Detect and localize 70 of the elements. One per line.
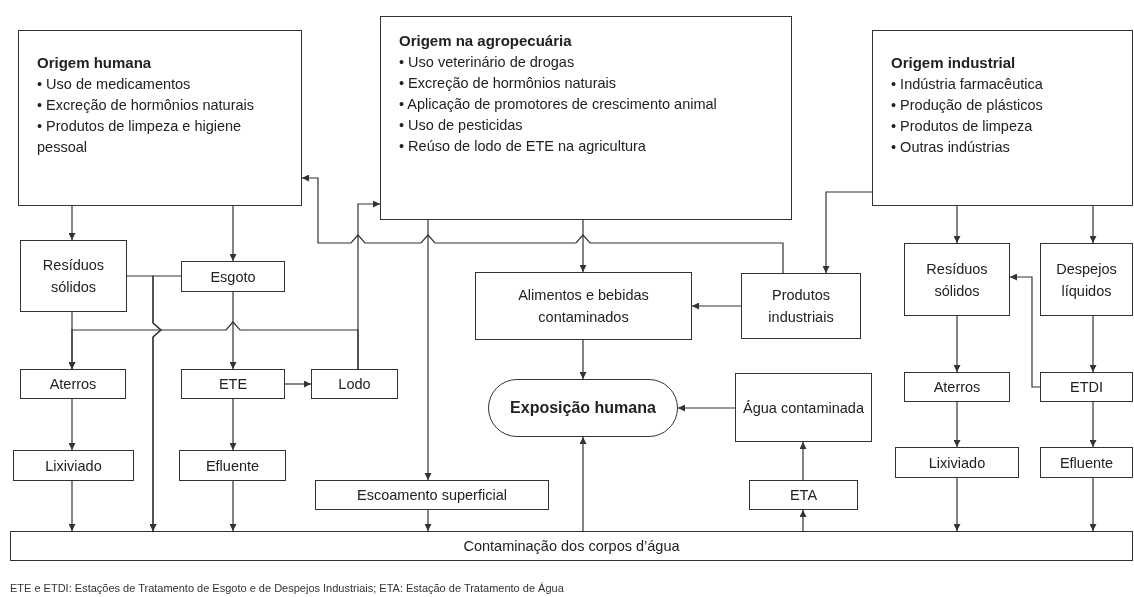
- arrow: [68, 205, 76, 241]
- process-box: Contaminação dos corpos d’água: [10, 531, 1133, 561]
- arrow: [1089, 477, 1097, 532]
- process-box: Lixiviado: [13, 450, 134, 481]
- arrow: [1009, 273, 1041, 388]
- arrow: [822, 191, 873, 274]
- arrow: [229, 291, 237, 370]
- process-box: ETE: [181, 369, 285, 399]
- bullet-item: • Outras indústrias: [891, 138, 1011, 157]
- bullet-item: • Produtos de limpeza e higiene pessoal: [37, 117, 243, 157]
- arrow: [284, 380, 312, 388]
- bullet-item: • Indústria farmacêutica: [891, 75, 1044, 94]
- box-heading: Origem industrial: [891, 53, 1016, 73]
- process-box: Efluente: [1040, 447, 1133, 478]
- bullet-item: • Excreção de hormônios naturais: [399, 74, 618, 93]
- process-box: Lixiviado: [895, 447, 1019, 478]
- arrow: [579, 339, 587, 380]
- bullet-item: • Produção de plásticos: [891, 96, 1044, 115]
- box-heading: Origem na agropecuária: [399, 31, 572, 51]
- box-heading: Origem humana: [37, 53, 152, 73]
- arrow: [229, 480, 237, 532]
- arrow: [953, 205, 961, 244]
- arrow: [68, 321, 359, 370]
- source-box: [380, 16, 792, 220]
- arrow: [229, 205, 237, 262]
- process-box: ETA: [749, 480, 858, 510]
- bullet-item: • Excreção de hormônios naturais: [37, 96, 256, 115]
- arrow: [424, 219, 432, 481]
- arrow: [1089, 315, 1097, 373]
- arrow: [301, 174, 784, 274]
- process-box: Lodo: [311, 369, 398, 399]
- arrow: [953, 315, 961, 373]
- arrow: [68, 398, 76, 451]
- process-box: Aterros: [904, 372, 1010, 402]
- process-box: Alimentos e bebidas contaminados: [475, 272, 692, 340]
- process-box: Aterros: [20, 369, 126, 399]
- outcome-pill: Exposição humana: [488, 379, 678, 437]
- arrow: [229, 398, 237, 451]
- process-box: Esgoto: [181, 261, 285, 292]
- process-box: ETDI: [1040, 372, 1133, 402]
- source-box: [872, 30, 1133, 206]
- arrow: [691, 302, 742, 310]
- arrow: [953, 477, 961, 532]
- bullet-item: • Reúso de lodo de ETE na agricultura: [399, 137, 647, 156]
- arrow: [357, 200, 381, 370]
- process-box: Efluente: [179, 450, 286, 481]
- process-box: Água contaminada: [735, 373, 872, 442]
- arrow: [579, 436, 587, 532]
- bullet-item: • Uso veterinário de drogas: [399, 53, 576, 72]
- arrow: [1089, 205, 1097, 244]
- arrow: [1089, 401, 1097, 448]
- arrow: [68, 480, 76, 532]
- footnote: ETE e ETDI: Estações de Tratamento de Esgoto e de Despejos Industriais; ETA: Estação de Tratamento de Água: [10, 581, 564, 596]
- arrow: [799, 441, 807, 481]
- arrow: [424, 509, 432, 532]
- process-box: Produtos industriais: [741, 273, 861, 339]
- bullet-item: • Aplicação de promotores de crescimento animal: [399, 95, 718, 114]
- process-box: Despejos líquidos: [1040, 243, 1133, 316]
- arrow: [799, 509, 807, 532]
- arrow: [677, 404, 736, 412]
- bullet-item: • Uso de pesticidas: [399, 116, 524, 135]
- process-box: Resíduos sólidos: [20, 240, 127, 312]
- source-box: [18, 30, 302, 206]
- arrow: [579, 219, 587, 273]
- arrow: [953, 401, 961, 448]
- arrow: [149, 275, 182, 532]
- bullet-item: • Produtos de limpeza: [891, 117, 1034, 136]
- bullet-item: • Uso de medicamentos: [37, 75, 192, 94]
- process-box: Resíduos sólidos: [904, 243, 1010, 316]
- process-box: Escoamento superficial: [315, 480, 549, 510]
